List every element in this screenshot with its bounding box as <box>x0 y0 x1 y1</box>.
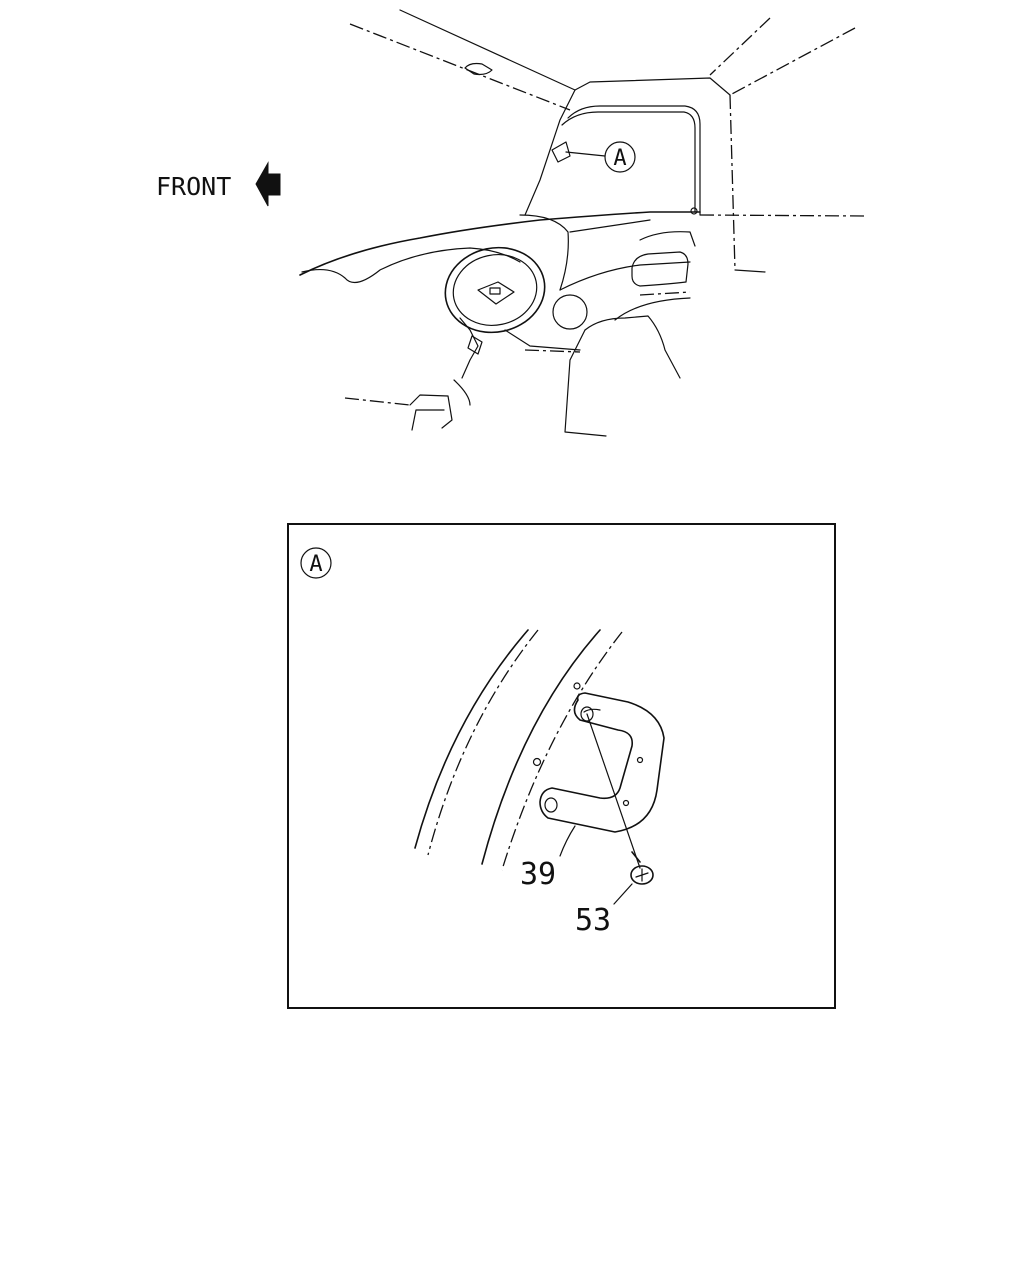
callout-53: 53 <box>575 903 611 938</box>
detail-a-letter: A <box>309 552 322 577</box>
grab-handle-bracket <box>539 692 665 833</box>
left-arrow-icon <box>255 161 281 207</box>
callout-a-letter: A <box>613 146 626 171</box>
screw-head-icon <box>630 865 654 885</box>
front-direction-indicator: FRONT <box>156 161 281 207</box>
cab-interior-overview: A <box>299 9 866 437</box>
detail-a-panel: A 39 53 <box>287 523 836 1009</box>
front-label: FRONT <box>156 172 231 201</box>
callout-39: 39 <box>520 857 556 892</box>
